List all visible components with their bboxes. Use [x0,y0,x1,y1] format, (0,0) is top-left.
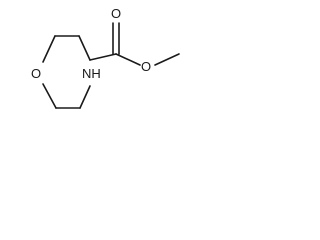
carbonyl-oxygen-label: O [111,6,121,21]
bond-c6-o1 [42,83,57,109]
bond-c3-n4 [78,35,91,61]
bond-n4-c5 [79,85,91,109]
ring-oxygen-label: O [31,66,41,81]
ester-oxygen-label: O [141,59,151,74]
bond-ester-o-methyl [154,53,180,66]
structure-diagram: O NH O O [31,6,180,109]
ring-nitrogen-label: NH [82,66,101,81]
bond-o1-c2 [42,35,56,63]
bond-c3-carbonyl [89,53,117,61]
bond-carbonyl-ester-o [115,53,141,66]
